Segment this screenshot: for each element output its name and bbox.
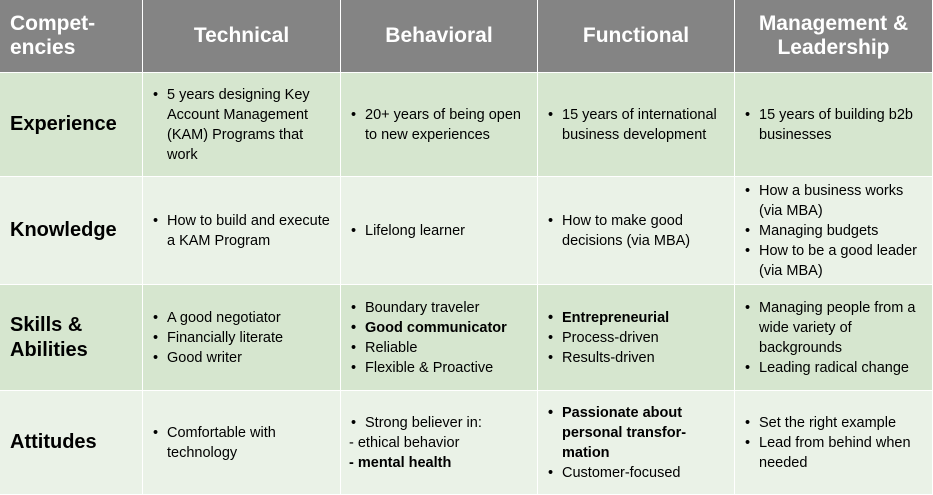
bullet-item: A good negotiator (151, 308, 283, 328)
cell-functional: Passionate about personal transfor-matio… (538, 391, 735, 495)
bullet-item: 20+ years of being open to new experienc… (349, 105, 531, 145)
cell-management-leadership: 15 years of building b2b businesses (735, 73, 933, 177)
bullet-list: Comfortable with technology (151, 423, 334, 463)
row-header: Skills & Abilities (0, 285, 143, 391)
bullet-item: Results-driven (546, 348, 669, 368)
bullet-item: 15 years of international business devel… (546, 105, 728, 145)
header-behavioral-label: Behavioral (385, 24, 493, 47)
bullet-list: 5 years designing Key Account Management… (151, 85, 334, 165)
row-label: Skills & Abilities (10, 313, 88, 361)
bullet-item: - ethical behavior (349, 434, 460, 451)
bullet-item: Entrepreneurial (546, 308, 669, 328)
bullet-item: Leading radical change (743, 358, 926, 378)
bullet-list: How to make good decisions (via MBA) (546, 211, 728, 251)
cell-behavioral: Lifelong learner (341, 177, 538, 285)
bullet-item: 15 years of building b2b businesses (743, 105, 926, 145)
bullet-item: - mental health (349, 454, 452, 471)
bullet-list: 15 years of building b2b businesses (743, 105, 926, 145)
bullet-item: Managing people from a wide variety of b… (743, 298, 926, 358)
bullet-item: Good communicator (349, 318, 507, 338)
row-header: Knowledge (0, 177, 143, 285)
bullet-item: Lifelong learner (349, 221, 465, 241)
header-functional: Functional (538, 0, 735, 73)
row-label: Knowledge (10, 219, 117, 241)
header-corner-label: Compet- encies (10, 12, 96, 59)
cell-functional: How to make good decisions (via MBA) (538, 177, 735, 285)
header-management-leadership: Management & Leadership (735, 0, 933, 73)
cell-management-leadership: Set the right exampleLead from behind wh… (735, 391, 933, 495)
cell-behavioral: Strong believer in:- ethical behavior - m… (341, 391, 538, 495)
cell-functional: EntrepreneurialProcess-drivenResults-dri… (538, 285, 735, 391)
bullet-item: Boundary traveler (349, 298, 507, 318)
header-corner: Compet- encies (0, 0, 143, 73)
bullet-list: Lifelong learner (349, 221, 465, 241)
bullet-item: Set the right example (743, 413, 926, 433)
bullet-list: Set the right exampleLead from behind wh… (743, 413, 926, 473)
bullet-item: Passionate about personal transfor-matio… (546, 403, 728, 463)
bullet-item: Flexible & Proactive (349, 358, 507, 378)
cell-technical: Comfortable with technology (143, 391, 341, 495)
cell-management-leadership: How a business works (via MBA)Managing b… (735, 177, 933, 285)
bullet-list: 15 years of international business devel… (546, 105, 728, 145)
bullet-item: Strong believer in: (349, 413, 482, 433)
bullet-item: Good writer (151, 348, 283, 368)
bullet-item: Comfortable with technology (151, 423, 334, 463)
bullet-item: How a business works (via MBA) (743, 181, 926, 221)
bullet-item: How to make good decisions (via MBA) (546, 211, 728, 251)
bullet-list: Managing people from a wide variety of b… (743, 298, 926, 378)
cell-technical: 5 years designing Key Account Management… (143, 73, 341, 177)
cell-technical: How to build and execute a KAM Program (143, 177, 341, 285)
bullet-item: How to build and execute a KAM Program (151, 211, 334, 251)
bullet-list: Passionate about personal transfor-matio… (546, 403, 728, 483)
bullet-list: Boundary travelerGood communicatorReliab… (349, 298, 507, 378)
header-technical-label: Technical (193, 24, 290, 47)
row-header: Experience (0, 73, 143, 177)
bullet-item: Reliable (349, 338, 507, 358)
bullet-item: Managing budgets (743, 221, 926, 241)
bullet-list: EntrepreneurialProcess-drivenResults-dri… (546, 308, 669, 368)
bullet-item: Lead from behind when needed (743, 433, 926, 473)
cell-functional: 15 years of international business devel… (538, 73, 735, 177)
bullet-item: Customer-focused (546, 463, 728, 483)
bullet-item: How to be a good leader (via MBA) (743, 241, 926, 281)
header-behavioral: Behavioral (341, 0, 538, 73)
header-management-label: Management & Leadership (758, 12, 909, 59)
cell-management-leadership: Managing people from a wide variety of b… (735, 285, 933, 391)
bullet-list: How a business works (via MBA)Managing b… (743, 181, 926, 281)
bullet-item: 5 years designing Key Account Management… (151, 85, 334, 165)
bullet-list: Strong believer in:- ethical behavior - m… (349, 413, 482, 473)
row-label: Attitudes (10, 431, 97, 453)
row-header: Attitudes (0, 391, 143, 495)
header-functional-label: Functional (582, 24, 690, 47)
cell-behavioral: 20+ years of being open to new experienc… (341, 73, 538, 177)
bullet-item: Process-driven (546, 328, 669, 348)
header-technical: Technical (143, 0, 341, 73)
bullet-list: A good negotiatorFinancially literateGoo… (151, 308, 283, 368)
row-label: Experience (10, 113, 117, 135)
bullet-list: 20+ years of being open to new experienc… (349, 105, 531, 145)
cell-behavioral: Boundary travelerGood communicatorReliab… (341, 285, 538, 391)
bullet-item: Financially literate (151, 328, 283, 348)
cell-technical: A good negotiatorFinancially literateGoo… (143, 285, 341, 391)
bullet-list: How to build and execute a KAM Program (151, 211, 334, 251)
